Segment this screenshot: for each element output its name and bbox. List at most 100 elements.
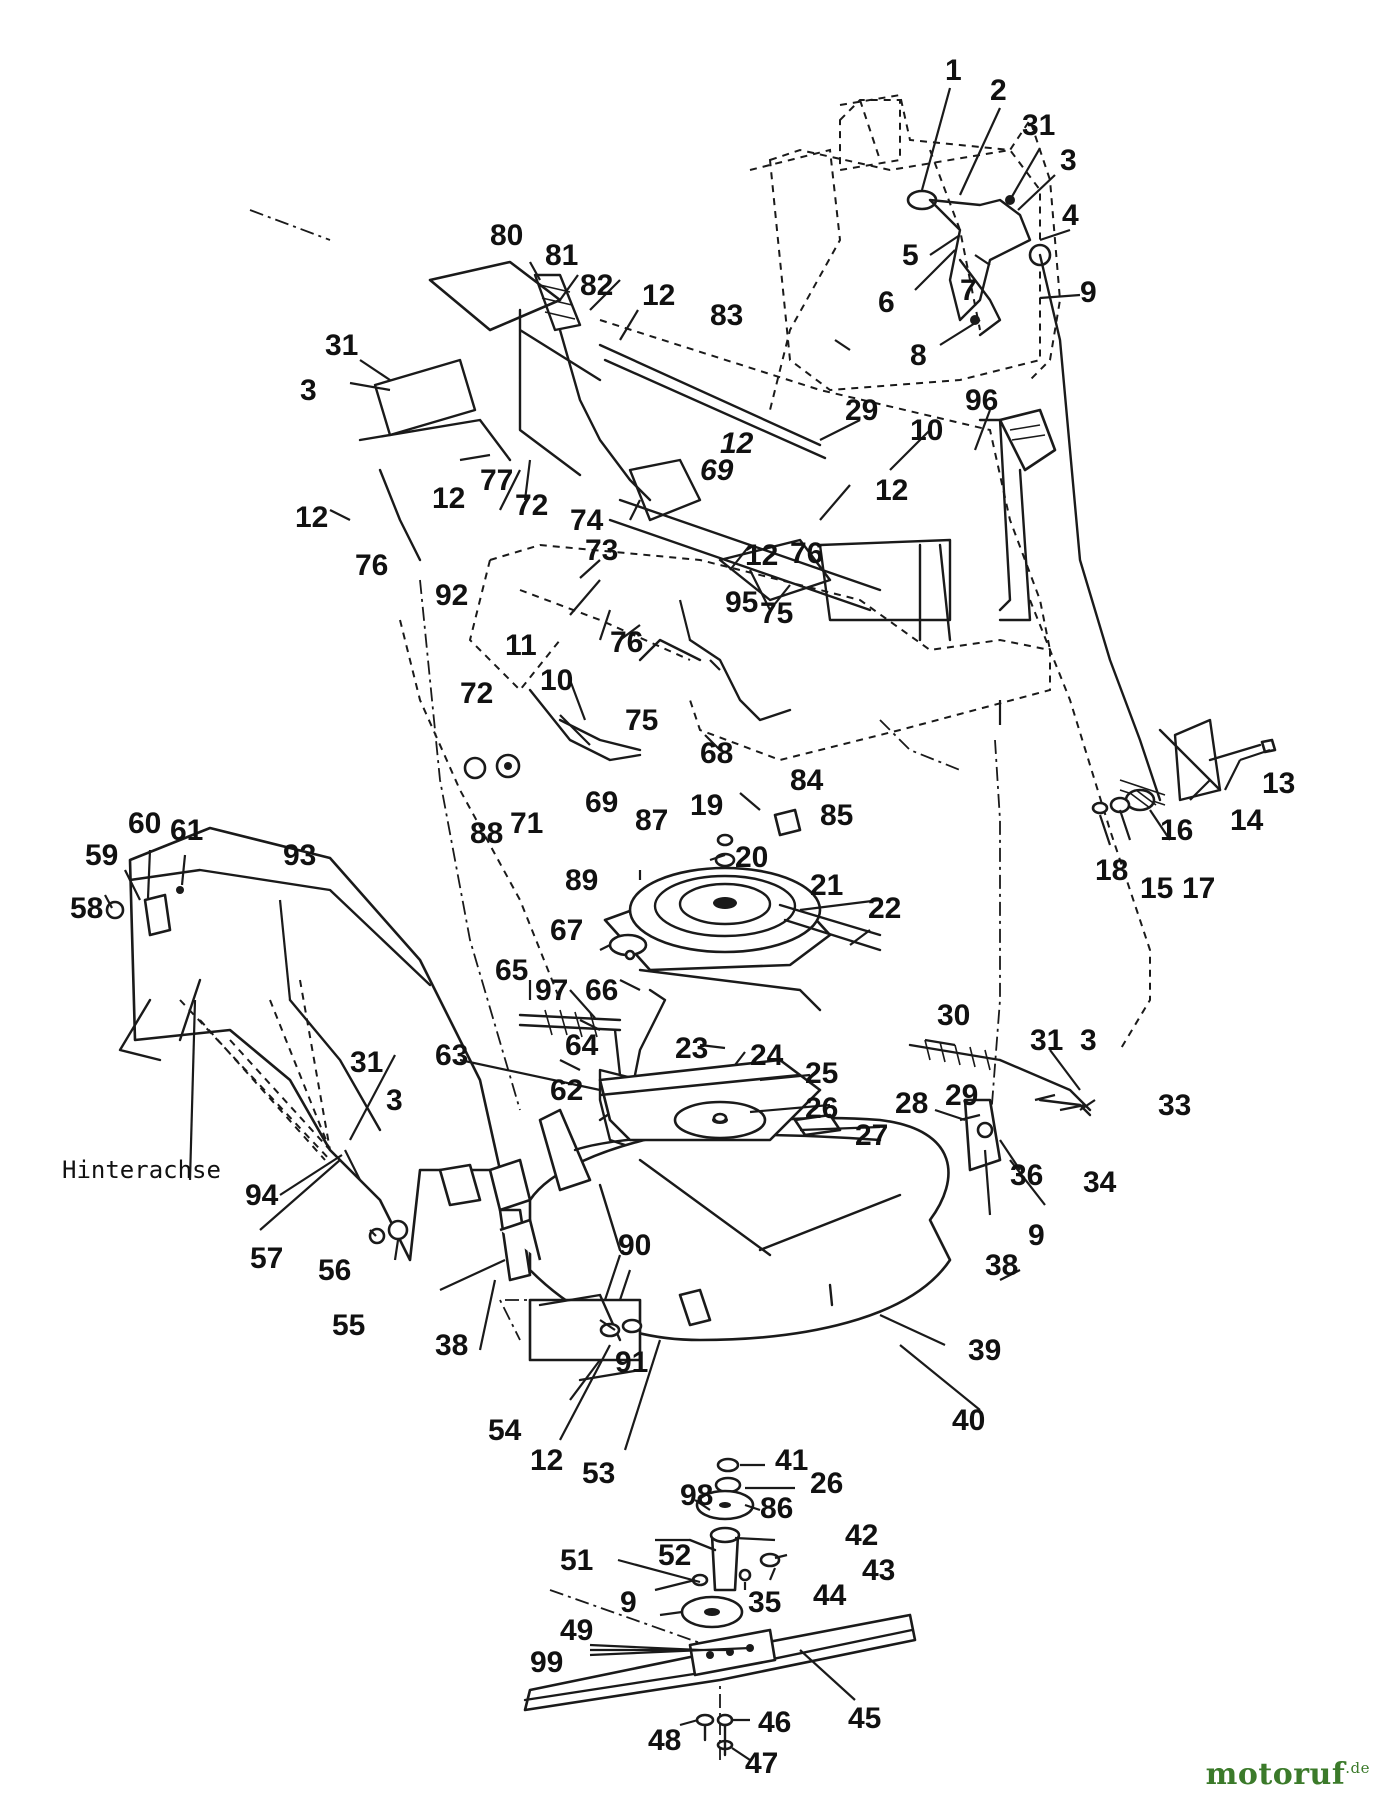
callout-92: 92: [435, 579, 468, 612]
callout-25: 25: [805, 1057, 838, 1090]
callout-18: 18: [1095, 854, 1128, 887]
callout-29-b: 29: [945, 1079, 978, 1112]
callout-80: 80: [490, 219, 523, 252]
callout-12-g: 12: [530, 1444, 563, 1477]
callout-86: 86: [760, 1492, 793, 1525]
callout-21: 21: [810, 869, 843, 902]
callout-12-f: 12: [745, 539, 778, 572]
callout-75-a: 75: [760, 597, 793, 630]
callout-66: 66: [585, 974, 618, 1007]
callout-91: 91: [615, 1346, 648, 1379]
callout-1: 1: [945, 54, 962, 87]
callout-55: 55: [332, 1309, 365, 1342]
lower-linkage: [463, 638, 792, 780]
callout-68: 68: [700, 737, 733, 770]
callout-83: 83: [710, 299, 743, 332]
callout-27: 27: [855, 1119, 888, 1152]
watermark-logo: motoruf.de: [1206, 1757, 1370, 1792]
callout-76-c: 76: [610, 626, 643, 659]
pedal: [998, 408, 1057, 622]
callout-34: 34: [1083, 1166, 1117, 1199]
callout-85: 85: [820, 799, 853, 832]
callout-53: 53: [582, 1457, 615, 1490]
callout-17: 17: [1182, 872, 1215, 905]
pulley-assembly: [603, 808, 882, 1012]
callout-2: 2: [990, 74, 1007, 107]
callout-14: 14: [1230, 804, 1264, 837]
callout-90: 90: [618, 1229, 651, 1262]
spindle-assembly: [680, 1457, 781, 1629]
callout-5: 5: [902, 239, 919, 272]
callout-11: 11: [505, 629, 537, 662]
callout-88: 88: [470, 817, 503, 850]
callout-31-left: 31: [325, 329, 358, 362]
callout-43: 43: [862, 1554, 895, 1587]
callout-3-left: 3: [300, 374, 317, 407]
callout-76-b: 76: [355, 549, 388, 582]
callout-75-b: 75: [625, 704, 658, 737]
callout-81: 81: [545, 239, 578, 272]
callout-6: 6: [878, 286, 895, 319]
callout-99: 99: [530, 1646, 563, 1679]
callout-7: 7: [960, 274, 977, 307]
callout-35: 35: [748, 1586, 781, 1619]
callout-87: 87: [635, 804, 668, 837]
axle-label: Hinterachse: [62, 1156, 221, 1184]
callouts: 1 2 31 3 4 5 6 7 8 9 80 81 82 12 83 31 3…: [62, 54, 1295, 1780]
callout-97: 97: [535, 974, 568, 1007]
callout-4: 4: [1062, 199, 1079, 232]
callout-57: 57: [250, 1242, 283, 1275]
callout-8: 8: [910, 339, 927, 372]
callout-63: 63: [435, 1039, 468, 1072]
callout-72-b: 72: [460, 677, 493, 710]
callout-31-top: 31: [1022, 109, 1055, 142]
callout-45: 45: [848, 1702, 881, 1735]
callout-56: 56: [318, 1254, 351, 1287]
callout-38-right: 38: [985, 1249, 1018, 1282]
callout-64: 64: [565, 1029, 599, 1062]
callout-31-chute: 31: [350, 1046, 383, 1079]
callout-82: 82: [580, 269, 613, 302]
callout-76-a: 76: [790, 537, 823, 570]
callout-16: 16: [1160, 814, 1193, 847]
callout-9-lower: 9: [620, 1586, 637, 1619]
callout-42: 42: [845, 1519, 878, 1552]
callout-65: 65: [495, 954, 528, 987]
callout-9-right: 9: [1028, 1219, 1045, 1252]
callout-44: 44: [813, 1579, 847, 1612]
callout-60: 60: [128, 807, 161, 840]
callout-61: 61: [170, 814, 203, 847]
callout-93: 93: [283, 839, 316, 872]
callout-20: 20: [735, 841, 768, 874]
callout-67: 67: [550, 914, 583, 947]
callout-58: 58: [70, 892, 103, 925]
leader-lines: [104, 87, 1271, 1761]
callout-69-a: 69: [700, 454, 734, 487]
grass-chute: [105, 826, 542, 1282]
seat: [768, 99, 1041, 392]
callout-71-label: 71: [510, 807, 543, 840]
callout-59: 59: [85, 839, 118, 872]
cable-tension-assembly: [1091, 718, 1277, 815]
callout-3-top: 3: [1060, 144, 1077, 177]
callout-29-a: 29: [845, 394, 878, 427]
callout-62: 62: [550, 1074, 583, 1107]
callout-47: 47: [745, 1747, 778, 1780]
callout-46: 46: [758, 1706, 791, 1739]
callout-95: 95: [725, 586, 758, 619]
callout-22: 22: [868, 892, 901, 925]
callout-10-a: 10: [910, 414, 943, 447]
callout-69-b: 69: [585, 786, 618, 819]
callout-10-b: 10: [540, 664, 573, 697]
callout-13: 13: [1262, 767, 1295, 800]
callout-33: 33: [1158, 1089, 1191, 1122]
callout-51: 51: [560, 1544, 593, 1577]
callout-84: 84: [790, 764, 824, 797]
callout-39: 39: [968, 1334, 1001, 1367]
callout-19: 19: [690, 789, 723, 822]
callout-12-d: 12: [295, 501, 328, 534]
height-adjust-lever: [906, 189, 1162, 802]
front-bracket-assembly: [358, 260, 1012, 642]
callout-3-right: 3: [1080, 1024, 1097, 1057]
callout-15: 15: [1140, 872, 1173, 905]
